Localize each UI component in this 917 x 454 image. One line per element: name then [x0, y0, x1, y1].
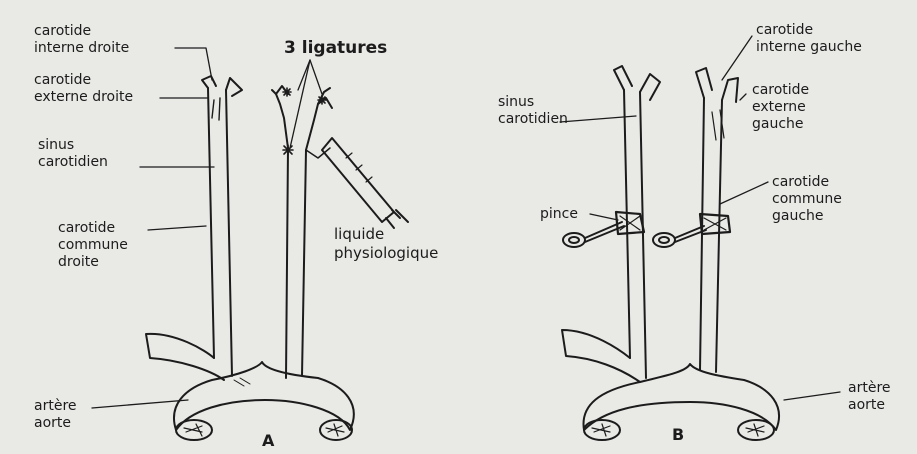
label-carotide-commune-gauche: carotide commune gauche: [772, 174, 842, 225]
brachiocephalic-trunk-b: [562, 330, 640, 382]
label-artere-aorte-b: artère aorte: [848, 380, 891, 414]
label-3-ligatures: 3 ligatures: [284, 40, 387, 57]
right-common-carotid-a: [208, 88, 232, 376]
ligature-a-1: [283, 88, 291, 96]
label-carotide-externe-gauche: carotide externe gauche: [752, 82, 809, 133]
panel-b-vessels: B: [562, 66, 779, 444]
label-carotide-interne-droite: carotide interne droite: [34, 23, 129, 57]
brachiocephalic-trunk-a: [146, 334, 224, 380]
label-sinus-carotidien-b: sinus carotidien: [498, 94, 568, 128]
panel-b-letter: B: [672, 425, 684, 444]
label-liquide-physiologique: liquide physiologique: [334, 225, 438, 263]
panel-a-vessels: A: [146, 76, 408, 450]
syringe: [306, 138, 408, 228]
label-carotide-commune-droite: carotide commune droite: [58, 220, 128, 271]
ligature-a-2: [318, 96, 326, 104]
label-carotide-interne-gauche: carotide interne gauche: [756, 22, 862, 56]
label-sinus-carotidien-a: sinus carotidien: [38, 137, 108, 171]
label-pince: pince: [540, 206, 578, 223]
label-artere-aorte-a: artère aorte: [34, 398, 77, 432]
label-carotide-externe-droite: carotide externe droite: [34, 72, 133, 106]
ligature-a-3: [283, 145, 293, 155]
panel-a-letter: A: [262, 431, 275, 450]
left-common-carotid-a: [286, 148, 306, 378]
